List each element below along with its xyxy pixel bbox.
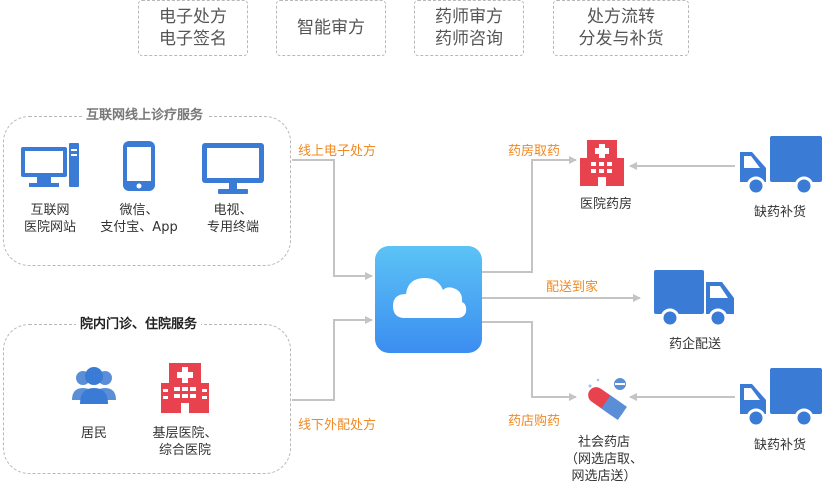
offline-item-2-line1: 基层医院、 — [152, 426, 218, 441]
online-item-3-label: 电视、 专用终端 — [195, 202, 271, 236]
hospital-pickup-label: 药房取药 — [508, 144, 561, 159]
cloud-platform-icon — [375, 246, 482, 357]
delivery-truck-icon — [654, 270, 736, 334]
top-service-1-line2: 电子签名 — [159, 29, 227, 49]
restock-bottom-label: 缺药补货 — [753, 438, 806, 453]
top-service-2-line1: 智能审方 — [297, 18, 365, 38]
online-item-1-line1: 互联网 — [30, 203, 70, 218]
offline-item-2-label: 基层医院、 综合医院 — [140, 425, 230, 459]
top-service-4-line2: 分发与补货 — [578, 29, 664, 49]
offline-prescription-label: 线下外配处方 — [298, 418, 377, 433]
home-delivery-label: 配送到家 — [546, 280, 599, 295]
offline-item-1-label: 居民 — [64, 425, 124, 442]
hospital-pharmacy-label: 医院药房 — [579, 197, 632, 212]
top-service-3: 药师审方 药师咨询 — [414, 0, 524, 56]
offline-item-1-line1: 居民 — [80, 426, 107, 441]
pharma-delivery-label: 药企配送 — [668, 337, 721, 352]
top-service-3-line2: 药师咨询 — [435, 29, 503, 49]
monitor-icon — [202, 143, 264, 199]
top-service-2: 智能审方 — [276, 0, 386, 56]
restock-truck-bottom-icon — [740, 368, 822, 432]
top-service-1-line1: 电子处方 — [159, 7, 227, 27]
store-purchase-label: 药店购药 — [508, 414, 561, 429]
restock-truck-top-icon — [740, 136, 822, 200]
community-pharmacy-label: 社会药店 （网选店取、 网选店送） — [554, 434, 654, 485]
online-prescription-label: 线上电子处方 — [298, 144, 377, 159]
online-item-3-line1: 电视、 — [213, 203, 253, 218]
online-item-3-line2: 专用终端 — [206, 220, 259, 235]
offline-group-title: 院内门诊、住院服务 — [76, 313, 202, 332]
offline-item-2-line2: 综合医院 — [158, 443, 211, 458]
community-pharmacy-line1: 社会药店 — [577, 435, 630, 450]
community-pharmacy-line2: （网选店取、 — [564, 452, 643, 467]
restock-top-label: 缺药补货 — [753, 205, 806, 220]
community-pharmacy-line3: 网选店送） — [571, 469, 637, 484]
online-item-1-line2: 医院网站 — [23, 220, 76, 235]
online-item-2-line1: 微信、 — [119, 203, 159, 218]
online-item-2-label: 微信、 支付宝、App — [92, 202, 186, 236]
community-pharmacy-icon — [580, 376, 632, 428]
top-service-3-line1: 药师审方 — [435, 7, 503, 27]
hospital-icon — [161, 363, 209, 417]
top-service-4-line1: 处方流转 — [587, 7, 655, 27]
top-service-1: 电子处方 电子签名 — [138, 0, 248, 56]
online-item-2-line2: 支付宝、App — [100, 220, 178, 235]
top-service-4: 处方流转 分发与补货 — [553, 0, 689, 56]
smartphone-icon — [123, 141, 155, 195]
residents-icon — [72, 366, 116, 410]
hospital-pharmacy-icon — [580, 140, 624, 190]
desktop-computer-icon — [21, 143, 81, 195]
online-item-1-label: 互联网 医院网站 — [18, 202, 82, 236]
online-group-title: 互联网线上诊疗服务 — [82, 104, 208, 123]
